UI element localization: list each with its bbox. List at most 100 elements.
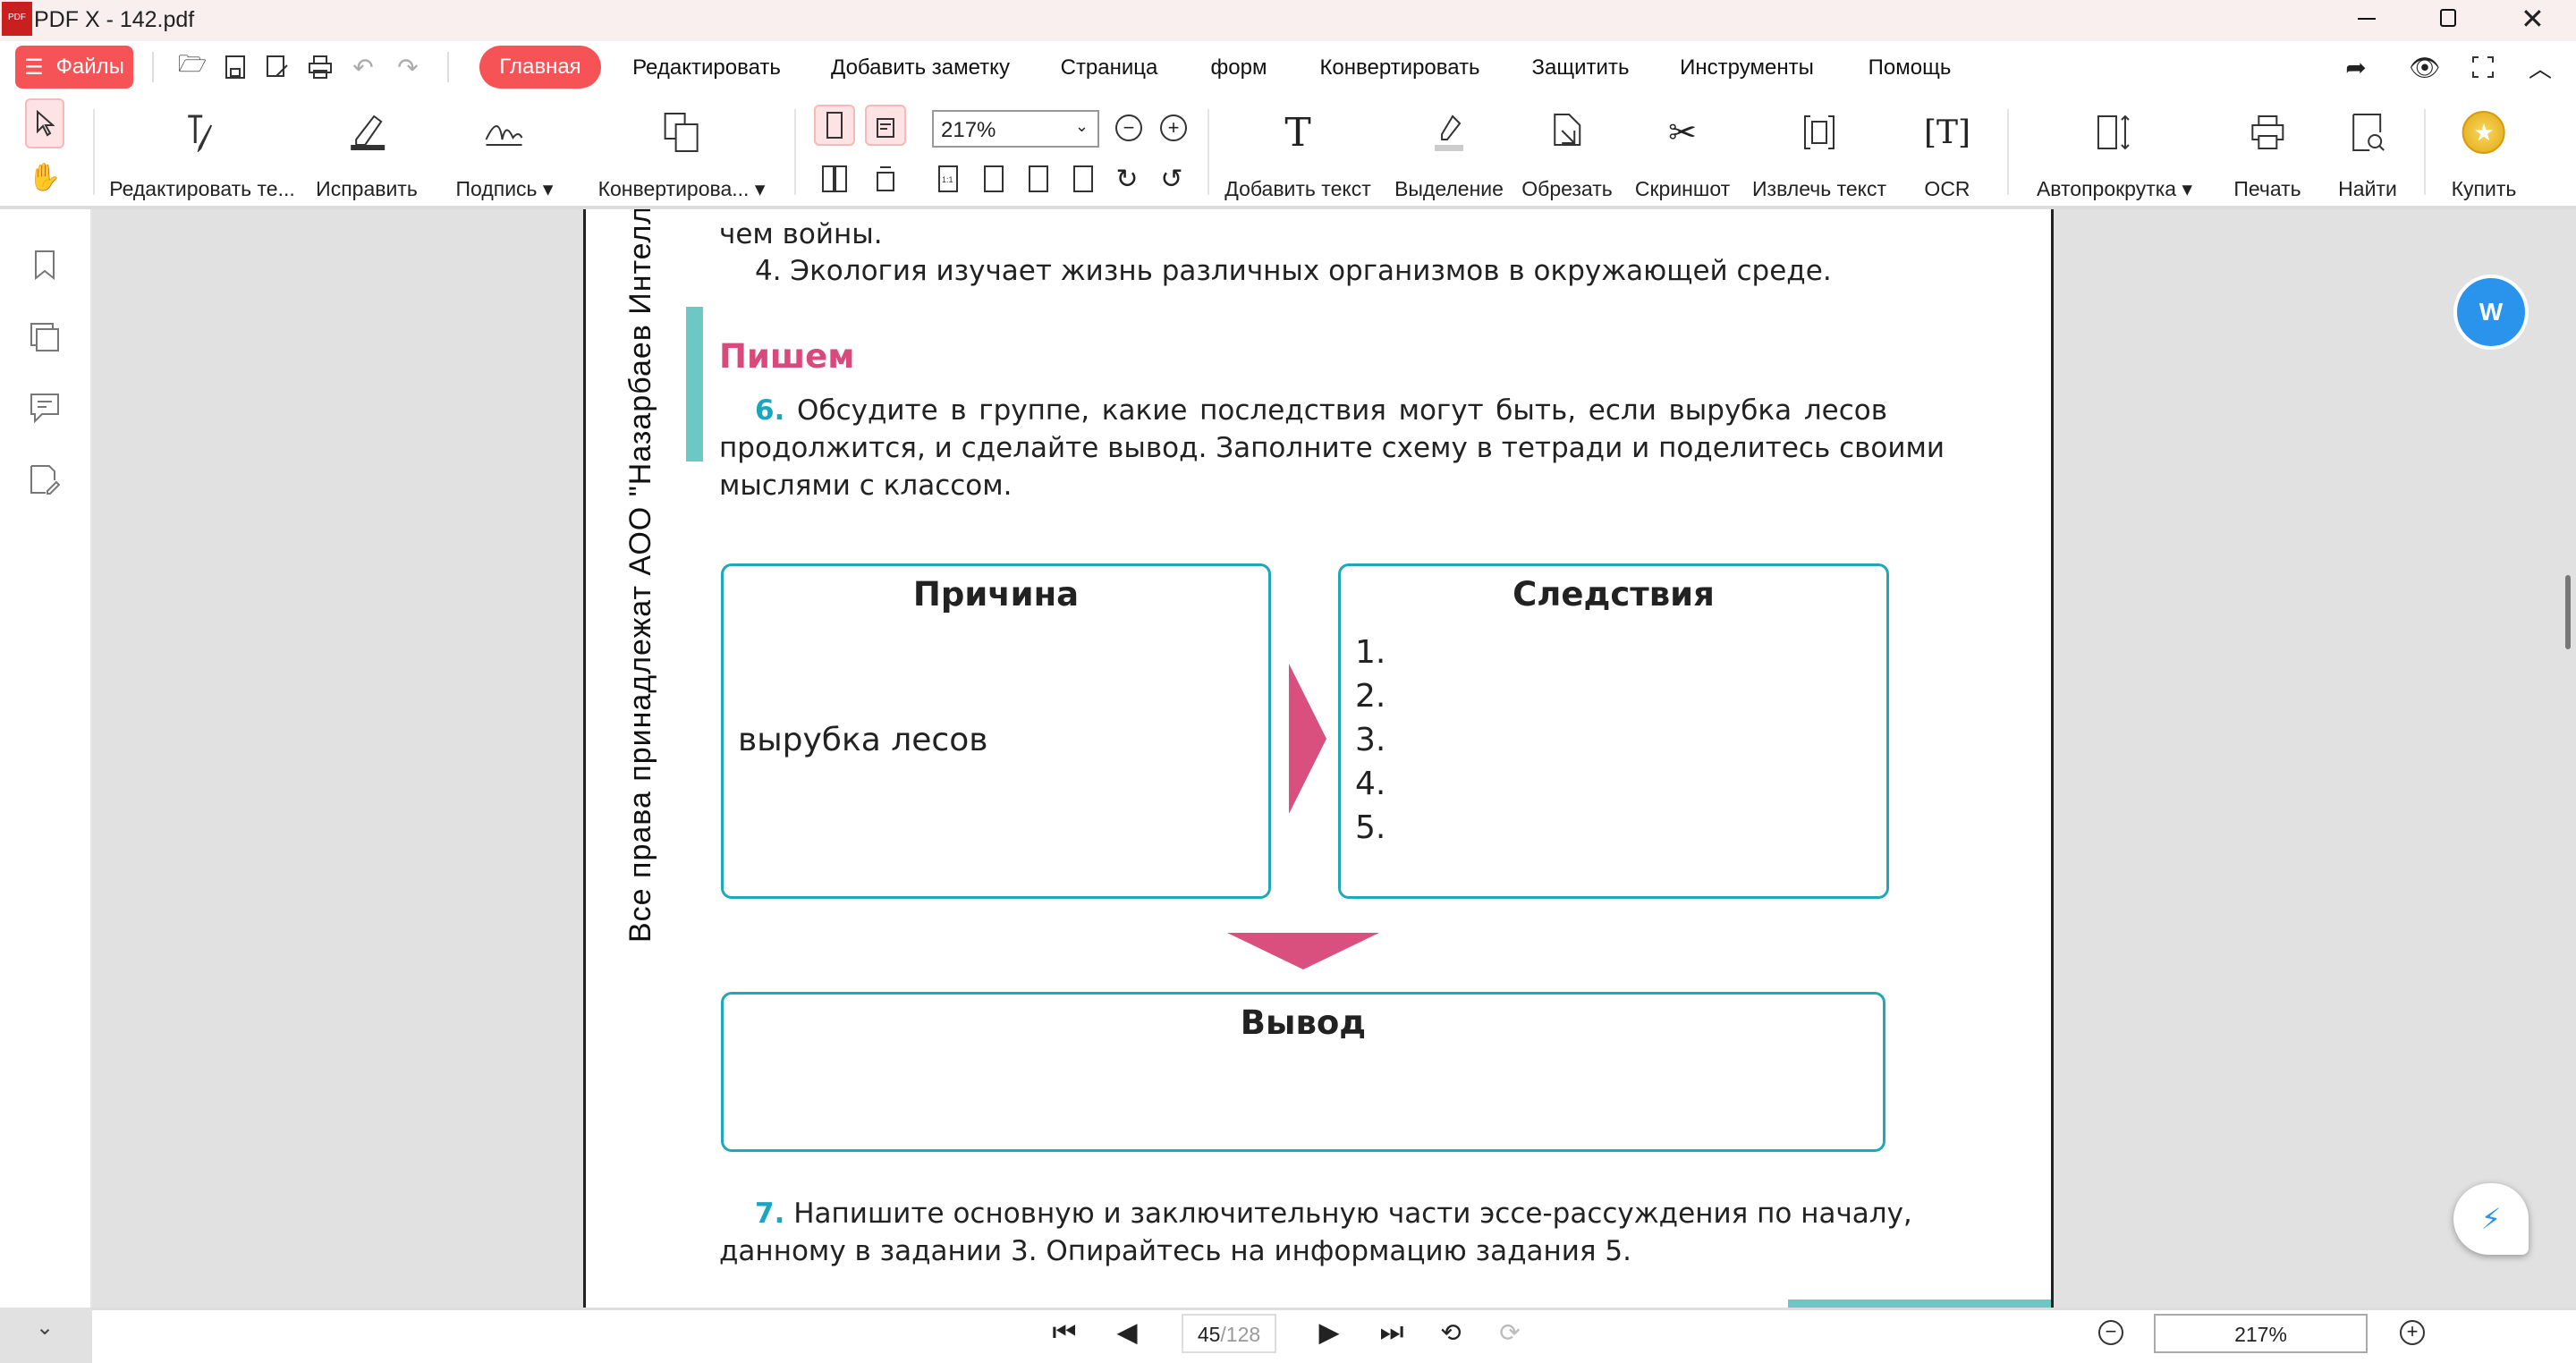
fix-label: Исправить	[316, 177, 418, 200]
task-6-line: продолжится, и сделайте вывод. Заполните…	[719, 432, 1945, 464]
print-quick-icon[interactable]	[302, 49, 338, 85]
save-as-icon[interactable]	[259, 49, 295, 85]
cover-view-icon[interactable]	[868, 161, 903, 197]
autoscroll-label: Автопрокрутка ▾	[2036, 177, 2193, 200]
ai-assistant-button[interactable]: ⚡	[2453, 1183, 2529, 1255]
pdf-to-word-button[interactable]: W	[2453, 275, 2529, 350]
effect-item: 1.	[1355, 634, 1386, 671]
vertical-scrollbar-thumb[interactable]	[2565, 575, 2571, 649]
minimize-button[interactable]	[2358, 18, 2376, 20]
close-button[interactable]: ✕	[2521, 3, 2545, 35]
convert-button[interactable]: Конвертирова... ▾	[597, 106, 766, 201]
continuous-view-icon[interactable]	[865, 105, 906, 146]
signatures-panel-icon[interactable]	[27, 461, 63, 497]
quick-divider	[152, 52, 154, 82]
hand-tool-icon[interactable]: ✋	[28, 162, 62, 192]
rotate-clockwise-icon[interactable]: ↻	[1115, 164, 1139, 194]
tab-form[interactable]: форм	[1210, 55, 1267, 80]
autoscroll-icon	[2037, 106, 2192, 159]
task-7-line: 7. Напишите основную и заключительную ча…	[719, 1198, 1912, 1230]
bottom-zoom-in-icon[interactable]: +	[2400, 1320, 2425, 1345]
select-tool-arrow-icon[interactable]	[25, 98, 64, 148]
left-sidebar	[0, 209, 92, 1308]
first-page-icon[interactable]: ⏮	[1052, 1317, 1077, 1347]
zoom-out-icon[interactable]: −	[1115, 114, 1142, 141]
screenshot-button[interactable]: ✂Скриншот	[1635, 106, 1730, 201]
fit-width-icon[interactable]	[1021, 161, 1056, 197]
text-line: 4. Экология изучает жизнь различных орга…	[755, 255, 1832, 287]
find-button[interactable]: Найти	[2338, 106, 2397, 201]
tab-protect[interactable]: Защитить	[1531, 55, 1630, 80]
last-page-icon[interactable]: ⏭	[1379, 1317, 1404, 1347]
tab-convert[interactable]: Конвертировать	[1319, 55, 1480, 80]
extract-text-label: Извлечь текст	[1752, 177, 1886, 200]
collapse-ribbon-chevron-up-icon[interactable]: ︿	[2528, 55, 2552, 82]
single-page-view-icon[interactable]	[814, 105, 855, 146]
tab-help[interactable]: Помощь	[1868, 55, 1952, 80]
fit-height-icon[interactable]	[1065, 161, 1101, 197]
ocr-button[interactable]: [T]OCR	[1924, 106, 1970, 201]
print-button[interactable]: Печать	[2233, 106, 2301, 201]
fix-button[interactable]: Исправить	[316, 106, 418, 201]
buy-button[interactable]: ★Купить	[2451, 106, 2517, 201]
open-icon[interactable]: 🗁	[177, 50, 208, 77]
convert-label: Конвертирова... ▾	[597, 177, 766, 200]
edit-text-button[interactable]: Редактировать те...	[109, 106, 295, 201]
highlighter-icon	[1394, 106, 1504, 159]
actual-size-icon[interactable]: 1:1	[930, 161, 966, 197]
bottom-zoom-input[interactable]: 217%	[2154, 1314, 2368, 1353]
previous-page-icon[interactable]: ◀	[1116, 1317, 1138, 1348]
two-page-view-icon[interactable]	[817, 161, 852, 197]
restore-button[interactable]	[2440, 9, 2456, 27]
bottom-zoom-out-icon[interactable]: −	[2098, 1320, 2123, 1345]
next-view-icon[interactable]: ⟳	[1499, 1318, 1521, 1347]
tab-edit[interactable]: Редактировать	[632, 55, 781, 80]
rotate-counterclockwise-icon[interactable]: ↺	[1160, 164, 1183, 194]
tab-add-note[interactable]: Добавить заметку	[831, 55, 1010, 80]
task-text: Обсудите в группе, какие последствия мог…	[797, 394, 1887, 427]
crop-label: Обрезать	[1521, 177, 1613, 200]
convert-icon	[598, 106, 766, 159]
highlight-button[interactable]: Выделение	[1394, 106, 1504, 201]
share-icon[interactable]: ➦	[2345, 53, 2367, 81]
right-arrow	[1289, 664, 1326, 814]
undo-icon[interactable]: ↶	[352, 53, 374, 81]
crop-button[interactable]: Обрезать	[1521, 106, 1613, 201]
printer-icon	[2233, 106, 2301, 159]
divider	[794, 109, 796, 195]
down-arrow	[1227, 933, 1379, 969]
save-icon[interactable]	[217, 49, 253, 85]
signature-button[interactable]: Подпись ▾	[456, 106, 553, 201]
bookmark-icon[interactable]	[27, 247, 63, 283]
page-number-input[interactable]: 45/128	[1182, 1314, 1276, 1353]
find-icon	[2338, 106, 2397, 159]
comments-icon[interactable]	[27, 390, 63, 426]
extract-text-button[interactable]: Извлечь текст	[1752, 106, 1886, 201]
read-mode-eye-icon[interactable]: 👁	[2409, 53, 2441, 81]
copyright-watermark: Все права принадлежат АОО "Назарбаев Инт…	[623, 209, 657, 943]
tab-page[interactable]: Страница	[1060, 55, 1158, 80]
buy-label: Купить	[2451, 177, 2517, 200]
ribbon-toolbar	[0, 95, 2576, 209]
fullscreen-icon[interactable]	[2465, 49, 2501, 85]
sidebar-expand-chevron-down-icon[interactable]: ⌄	[35, 1315, 55, 1340]
task-text: Напишите основную и заключительную части…	[793, 1198, 1912, 1230]
zoom-in-icon[interactable]: +	[1160, 114, 1187, 141]
autoscroll-button[interactable]: Автопрокрутка ▾	[2037, 106, 2192, 201]
add-text-label: Добавить текст	[1224, 177, 1371, 200]
fit-page-icon[interactable]	[976, 161, 1012, 197]
zoom-select-value: 217%	[941, 118, 996, 142]
effects-box: Следствия 1. 2. 3. 4. 5.	[1338, 563, 1889, 899]
section-heading: Пишем	[719, 337, 855, 376]
tab-tools[interactable]: Инструменты	[1680, 55, 1814, 80]
files-button[interactable]: ☰Файлы	[15, 46, 133, 89]
screenshot-label: Скриншот	[1634, 177, 1731, 200]
zoom-select[interactable]: 217% ⌄	[932, 110, 1099, 148]
tab-home[interactable]: Главная	[479, 46, 601, 89]
effect-item: 4.	[1355, 766, 1386, 802]
thumbnails-icon[interactable]	[27, 319, 63, 355]
previous-view-icon[interactable]: ⟲	[1440, 1318, 1462, 1347]
next-page-icon[interactable]: ▶	[1318, 1317, 1340, 1348]
redo-icon[interactable]: ↷	[397, 53, 419, 81]
